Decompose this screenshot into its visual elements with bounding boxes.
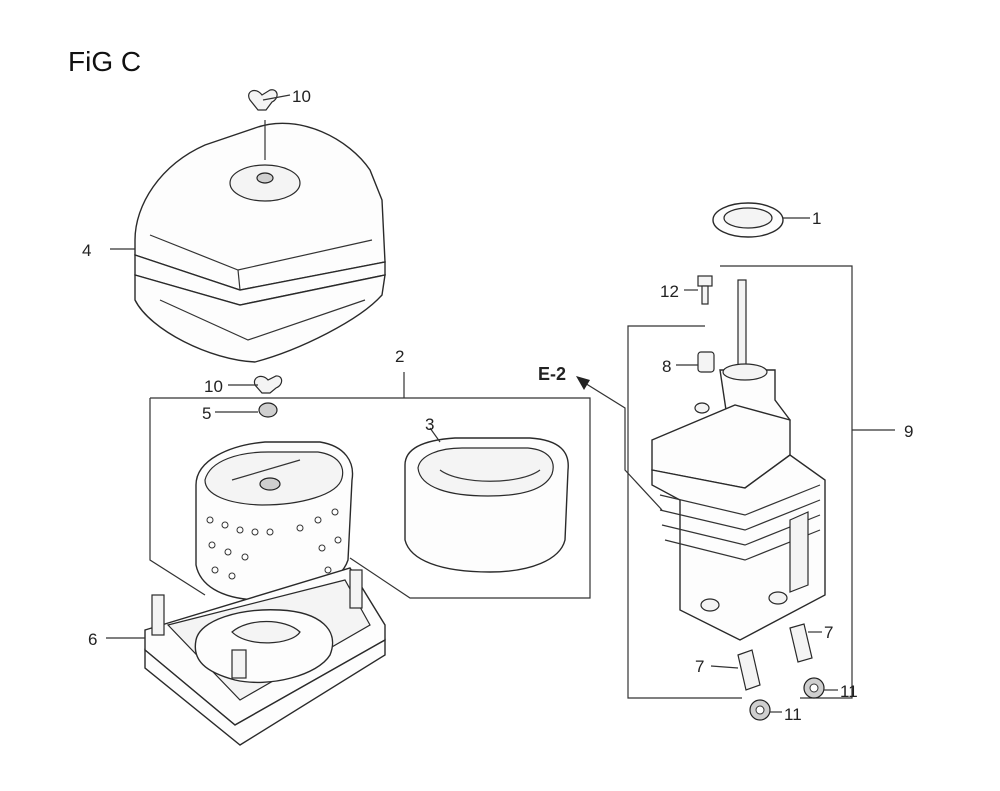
figure-title: FiG C: [68, 46, 142, 77]
label-part-9: 9: [904, 422, 913, 441]
oil-bath-housing: [651, 279, 826, 641]
assembly-bracket-9: [627, 265, 853, 699]
label-part-10-mid: 10: [204, 377, 223, 396]
tube-7-right: [789, 623, 813, 663]
label-reference-e2: E-2: [538, 364, 566, 384]
outer-element: [195, 441, 354, 601]
label-part-2: 2: [395, 347, 404, 366]
label-part-5: 5: [202, 404, 211, 423]
nut-11-right: [803, 677, 825, 699]
label-part-6: 6: [88, 630, 97, 649]
bolt-12: [697, 275, 713, 305]
collar-8: [697, 351, 715, 373]
seal-ring-1: [712, 202, 784, 238]
assembly-bracket-2: [149, 397, 591, 599]
wing-nut-mid: [253, 375, 283, 394]
label-part-11-left: 11: [784, 705, 802, 724]
tube-7-left: [737, 649, 761, 691]
air-cleaner-base-6: [144, 567, 386, 746]
label-part-8: 8: [662, 357, 671, 376]
label-part-3: 3: [425, 415, 434, 434]
label-part-10-top: 10: [292, 87, 311, 106]
air-cleaner-cover: [134, 120, 386, 363]
label-part-11-right: 11: [840, 682, 858, 701]
foam-element-3: [404, 437, 569, 573]
wing-nut-top: [248, 89, 278, 111]
label-part-12: 12: [660, 282, 679, 301]
grommet-5: [258, 402, 278, 418]
label-part-1: 1: [812, 209, 821, 228]
label-part-4: 4: [82, 241, 91, 260]
label-part-7-right: 7: [824, 623, 833, 642]
nut-11-left: [749, 699, 771, 721]
label-part-7-left: 7: [695, 657, 704, 676]
